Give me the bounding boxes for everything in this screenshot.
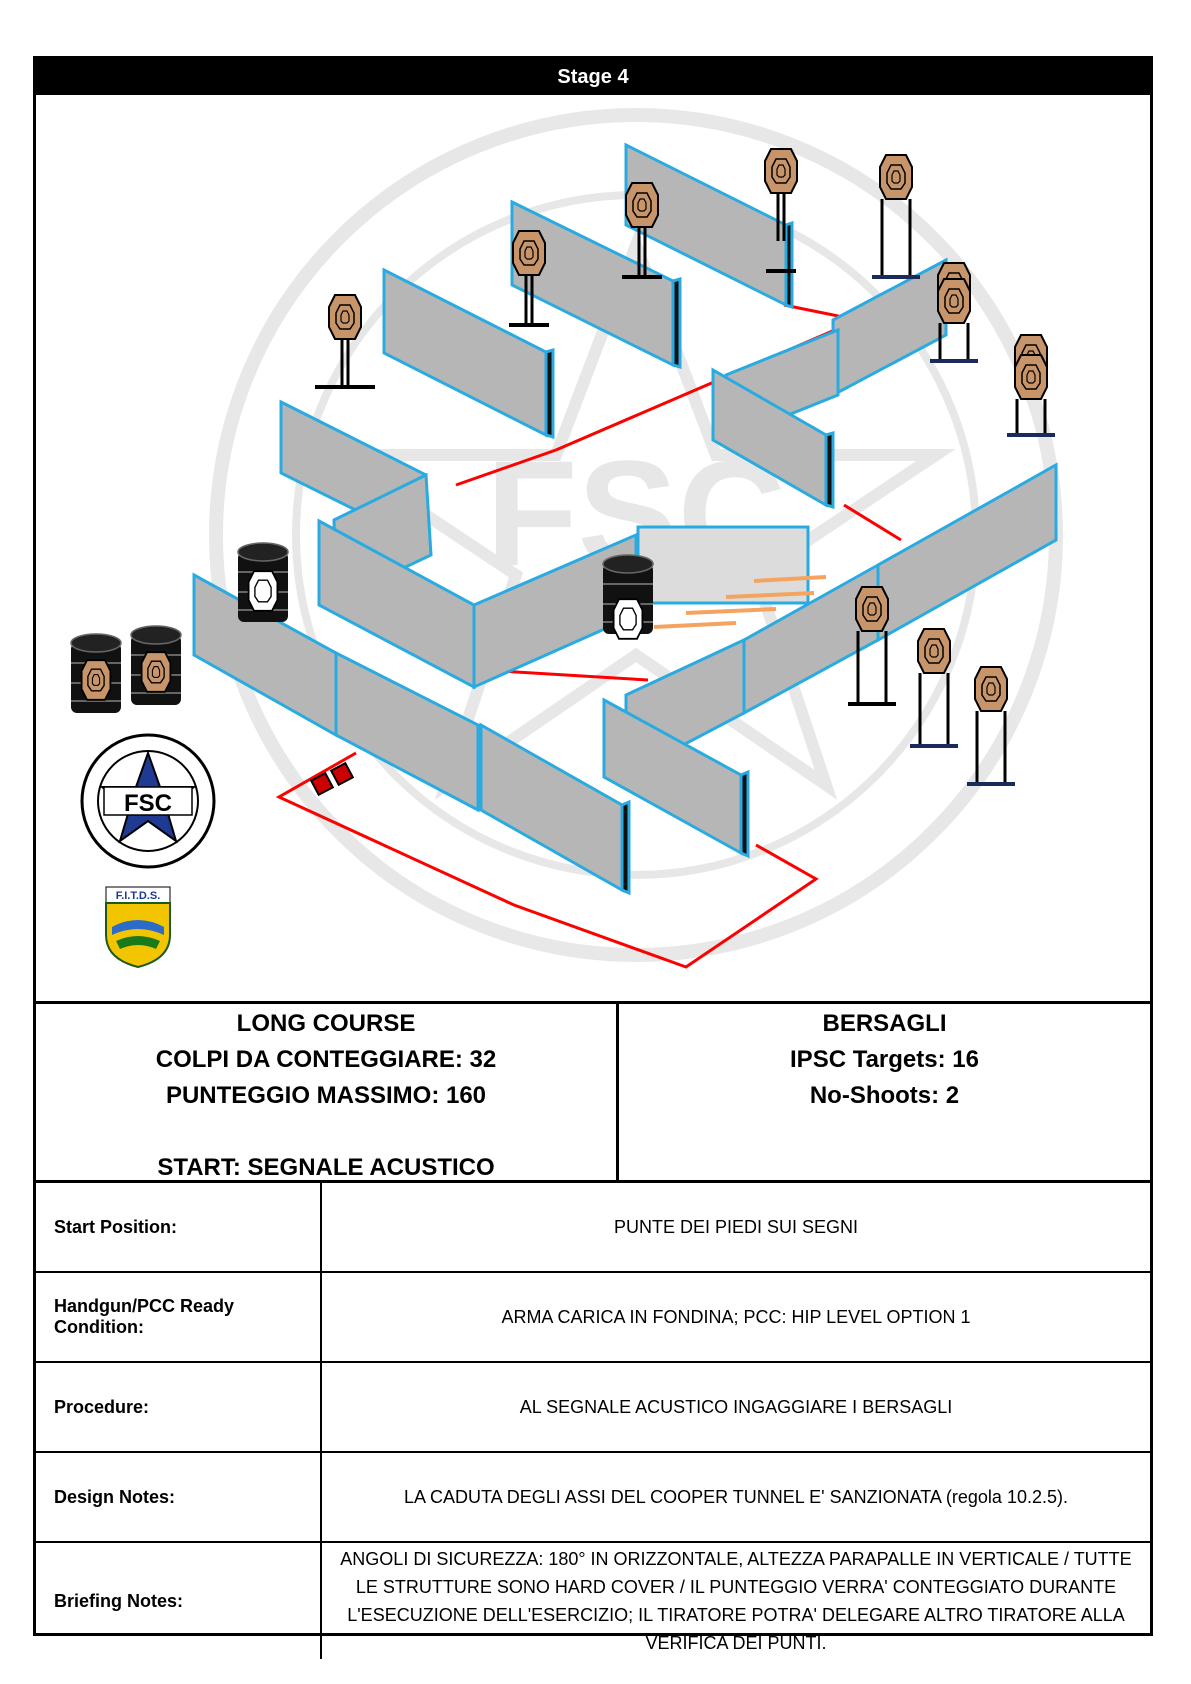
walls: [192, 142, 1058, 896]
briefing-notes-label: Briefing Notes:: [36, 1542, 322, 1659]
stage-diagram: FSC: [36, 95, 1150, 1001]
procedure-value: AL SEGNALE ACUSTICO INGAGGIARE I BERSAGL…: [321, 1362, 1150, 1453]
course-type: LONG COURSE: [236, 1010, 416, 1037]
table-row: Procedure: AL SEGNALE ACUSTICO INGAGGIAR…: [36, 1362, 1150, 1453]
design-notes-label: Design Notes:: [36, 1452, 322, 1543]
course-info: LONG COURSE COLPI DA CONTEGGIARE: 32 PUN…: [36, 1004, 619, 1181]
fitds-logo: F.I.T.D.S.: [105, 886, 171, 969]
no-shoots: No-Shoots: 2: [809, 1082, 960, 1109]
stage-details-table: Start Position: PUNTE DEI PIEDI SUI SEGN…: [36, 1183, 1150, 1659]
table-row: Handgun/PCC Ready Condition: ARMA CARICA…: [36, 1272, 1150, 1363]
stage-sheet: Stage 4: [33, 56, 1153, 1659]
ready-condition-label: Handgun/PCC Ready Condition:: [36, 1272, 322, 1363]
stage-summary: LONG COURSE COLPI DA CONTEGGIARE: 32 PUN…: [36, 1001, 1150, 1183]
table-row: Briefing Notes: ANGOLI DI SICUREZZA: 180…: [36, 1542, 1150, 1659]
table-row: Start Position: PUNTE DEI PIEDI SUI SEGN…: [36, 1183, 1150, 1273]
svg-text:F.I.T.D.S.: F.I.T.D.S.: [116, 890, 161, 902]
cooper-tunnel-boards: [653, 575, 827, 629]
start-signal: START: SEGNALE ACUSTICO: [157, 1154, 495, 1181]
design-notes-value: LA CADUTA DEGLI ASSI DEL COOPER TUNNEL E…: [321, 1452, 1150, 1543]
targets-info: BERSAGLI IPSC Targets: 16 No-Shoots: 2: [619, 1004, 1150, 1180]
ipsc-targets: IPSC Targets: 16: [790, 1046, 979, 1073]
targets-title: BERSAGLI: [822, 1010, 947, 1037]
rounds-count: COLPI DA CONTEGGIARE: 32: [155, 1046, 497, 1073]
max-points: PUNTEGGIO MASSIMO: 160: [165, 1082, 487, 1109]
procedure-label: Procedure:: [36, 1362, 322, 1453]
svg-text:FSC: FSC: [124, 790, 172, 817]
ready-condition-value: ARMA CARICA IN FONDINA; PCC: HIP LEVEL O…: [321, 1272, 1150, 1363]
start-marks: [309, 761, 355, 797]
table-row: Design Notes: LA CADUTA DEGLI ASSI DEL C…: [36, 1452, 1150, 1543]
fsc-club-logo: FSC: [80, 733, 216, 869]
stage-title: Stage 4: [36, 59, 1150, 95]
targets: [315, 148, 1055, 786]
start-position-label: Start Position:: [36, 1183, 322, 1273]
briefing-notes-value: ANGOLI DI SICUREZZA: 180° IN ORIZZONTALE…: [340, 1549, 1132, 1653]
start-position-value: PUNTE DEI PIEDI SUI SEGNI: [321, 1183, 1150, 1273]
